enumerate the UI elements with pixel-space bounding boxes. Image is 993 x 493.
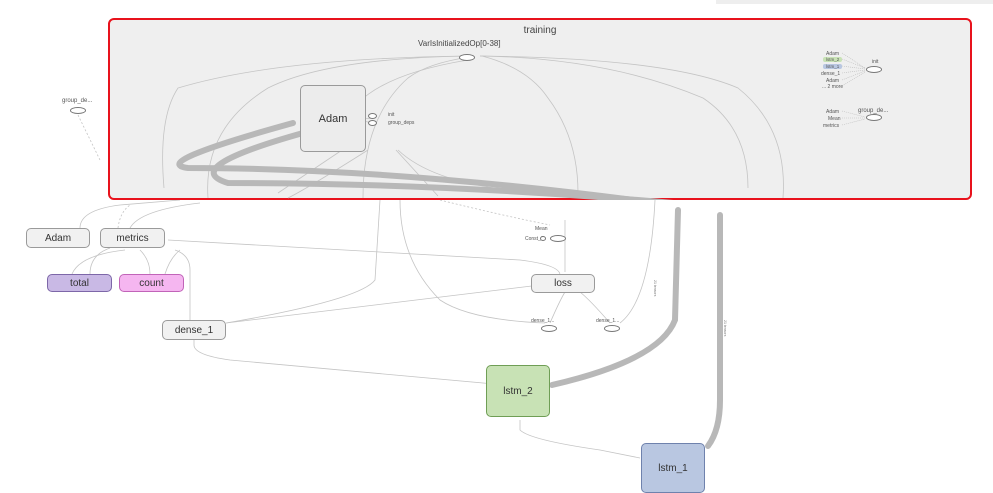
- edge-dense1-training: [225, 199, 381, 324]
- legend-init-op[interactable]: [866, 66, 882, 73]
- edge-metrics-dashed: [117, 204, 131, 229]
- training-internal-edges: [162, 55, 784, 200]
- legend-group-target: group_de...: [858, 108, 889, 114]
- dense-1-target-b-label: dense_1...: [596, 318, 620, 324]
- mean-label: Mean: [535, 226, 548, 232]
- edge-lstm1-training-thick: [705, 212, 723, 449]
- legend-init-input-1: Adam: [826, 51, 840, 57]
- legend-init-input-2: lstm_2: [823, 57, 843, 62]
- group-de-label: group_de...: [62, 98, 93, 104]
- legend-init-input-4: dense_1: [821, 71, 841, 77]
- legend-group-input-1: Adam: [826, 109, 840, 115]
- adam-optimizer-label: Adam: [318, 112, 348, 125]
- training-title: training: [523, 25, 557, 36]
- edge-lstm2-training-thick: [549, 207, 681, 388]
- loss-node-label: loss: [554, 278, 572, 289]
- vars-op-node[interactable]: [459, 54, 475, 61]
- edge-target-training: [619, 199, 656, 324]
- mean-op[interactable]: [550, 235, 566, 242]
- edge-total-metrics-b: [89, 247, 111, 275]
- edge-training-mean-dashed: [439, 199, 551, 226]
- legend-group-input-3: metrics: [823, 123, 840, 129]
- const-0-op[interactable]: [540, 236, 546, 241]
- edge-label-tensors-1: 21 tensors: [653, 280, 657, 297]
- adam-node[interactable]: Adam: [26, 228, 90, 248]
- edge-dense1-metrics: [174, 249, 191, 320]
- edge-adam-training: [79, 199, 181, 229]
- adam-node-label: Adam: [44, 232, 72, 244]
- loss-node[interactable]: loss: [531, 274, 595, 293]
- edge-thick-adam-2: [210, 130, 674, 200]
- edge-loop-1: [362, 56, 471, 199]
- dense-1-node-label: dense_1: [174, 324, 214, 336]
- edge-loop-4: [479, 55, 749, 189]
- edge-lstm1-lstm2: [519, 420, 641, 459]
- edge-loop-3: [162, 55, 471, 189]
- group-de-op[interactable]: [70, 107, 86, 114]
- edge-lstm2-dense1: [193, 320, 506, 386]
- legend-init-more: ... 2 more: [822, 84, 844, 90]
- edge-count-metrics-b: [164, 249, 181, 275]
- const-0-label: Const_0: [525, 236, 544, 242]
- edge-metrics-training: [129, 202, 201, 229]
- metrics-node[interactable]: metrics: [100, 228, 165, 248]
- dense-1-target-b-op[interactable]: [604, 325, 620, 332]
- legend-init-target: init: [872, 59, 879, 65]
- edge-loop-2: [207, 55, 471, 199]
- top-strip: [716, 0, 993, 4]
- legend-group-input-2: Mean: [828, 116, 841, 122]
- dense-1-node[interactable]: dense_1: [162, 320, 226, 340]
- edge-count-metrics: [139, 249, 151, 275]
- lstm-2-node-label: lstm_2: [503, 385, 533, 397]
- vars-op-label: VarIsInitializedOp[0-38]: [418, 39, 501, 48]
- group-deps-op-inner[interactable]: [368, 120, 377, 126]
- dense-1-target-a-label: dense_1...: [531, 318, 555, 324]
- legend-init-input-3: lstm_1: [823, 64, 843, 69]
- metrics-node-label: metrics: [116, 232, 149, 244]
- legend-group-op[interactable]: [866, 114, 882, 121]
- init-label: init: [388, 112, 395, 118]
- training-scope[interactable]: training VarIsInitializedOp[0-38] Adam i…: [108, 18, 972, 200]
- edge-dense1-loss: [225, 284, 541, 324]
- lstm-1-node-label: lstm_1: [658, 462, 688, 474]
- lstm-2-node[interactable]: lstm_2: [486, 365, 550, 417]
- legend-init-edges: [841, 52, 866, 87]
- edge-target-loss-b: [579, 291, 611, 324]
- total-node[interactable]: total: [47, 274, 112, 292]
- total-node-label: total: [70, 277, 89, 289]
- dense-1-target-a-op[interactable]: [541, 325, 557, 332]
- group-deps-label: group_deps: [388, 120, 415, 126]
- legend-init-input-5: Adam: [826, 78, 840, 84]
- adam-optimizer-node[interactable]: Adam: [300, 85, 366, 152]
- edge-total-metrics: [71, 249, 126, 275]
- init-op-inner[interactable]: [368, 113, 377, 119]
- edge-thick-adam-1: [176, 120, 657, 200]
- edge-label-tensors-2: 21 tensors: [723, 320, 727, 337]
- count-node-label: count: [139, 277, 164, 289]
- edge-metrics-loss: [167, 239, 561, 276]
- lstm-1-node[interactable]: lstm_1: [641, 443, 705, 493]
- count-node[interactable]: count: [119, 274, 184, 292]
- edge-loop-6: [481, 55, 579, 194]
- edge-target-loss-a: [549, 291, 566, 324]
- edge-adam-vars: [357, 59, 469, 104]
- edge-loop-5: [479, 55, 784, 199]
- edge-target-training-b: [399, 199, 546, 324]
- edge-groupde-dashed: [77, 114, 101, 161]
